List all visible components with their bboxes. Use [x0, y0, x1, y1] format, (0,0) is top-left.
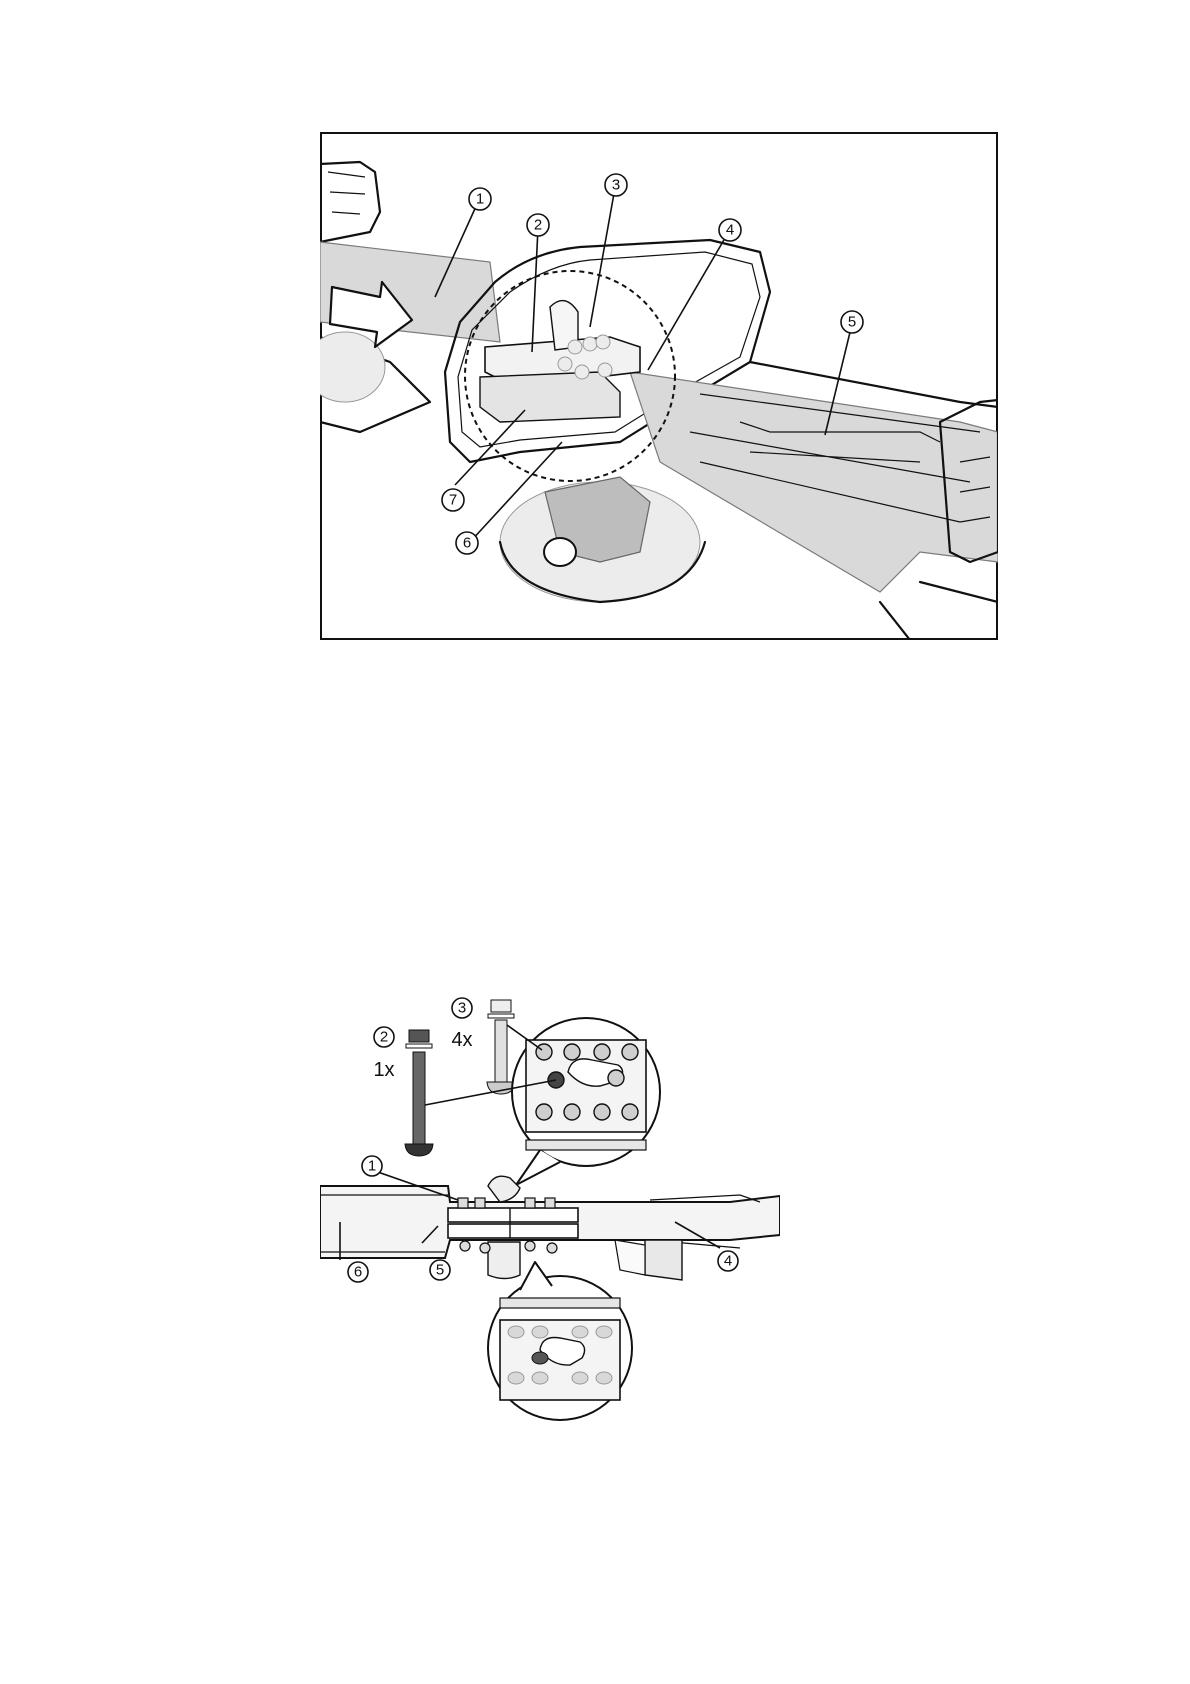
figure-2-bolt-detail-view: 2 1x 3 4x	[320, 990, 780, 1480]
callout-1: 1	[469, 188, 491, 210]
callout-label: 3	[612, 177, 620, 194]
callout-6: 6	[456, 532, 478, 554]
callout-label: 5	[848, 314, 856, 331]
callout-label: 2	[380, 1029, 388, 1046]
callout-7: 7	[442, 489, 464, 511]
callout-label: 5	[436, 1262, 444, 1279]
callout-6: 6	[348, 1262, 368, 1282]
callout-5: 5	[430, 1260, 450, 1280]
callout-1: 1	[362, 1156, 382, 1176]
callout-2: 2	[527, 214, 549, 236]
figure-2-drawing: 2 1x 3 4x	[320, 990, 780, 1480]
callout-label: 2	[534, 217, 542, 234]
callout-2: 2	[374, 1027, 394, 1047]
callout-label: 1	[368, 1158, 376, 1175]
bolt-3	[487, 1000, 515, 1094]
bottom-detail-magnifier	[488, 1262, 632, 1420]
callout-label: 6	[354, 1264, 362, 1281]
callout-3: 3	[452, 998, 472, 1018]
lower-bracket-plate	[480, 372, 620, 422]
bolt-3-quantity: 4x	[451, 1029, 472, 1051]
beam-assembly	[320, 1176, 780, 1280]
callout-3: 3	[605, 174, 627, 196]
figure-1-drawing: 1 2 3 4 5 6 7	[320, 132, 998, 640]
figure-1-axle-bracket-view: 1 2 3 4 5 6 7	[320, 132, 998, 640]
callout-4: 4	[718, 1251, 738, 1271]
callout-label: 4	[726, 222, 734, 239]
top-detail-magnifier	[512, 1018, 660, 1185]
callout-label: 6	[463, 535, 471, 552]
callout-4: 4	[719, 219, 741, 241]
callout-5: 5	[841, 311, 863, 333]
bolt-2-quantity: 1x	[373, 1059, 394, 1081]
callout-label: 3	[458, 1000, 466, 1017]
bolt-2	[405, 1030, 433, 1156]
callout-label: 1	[476, 191, 484, 208]
callout-label: 4	[724, 1253, 732, 1270]
callout-label: 7	[449, 492, 457, 509]
